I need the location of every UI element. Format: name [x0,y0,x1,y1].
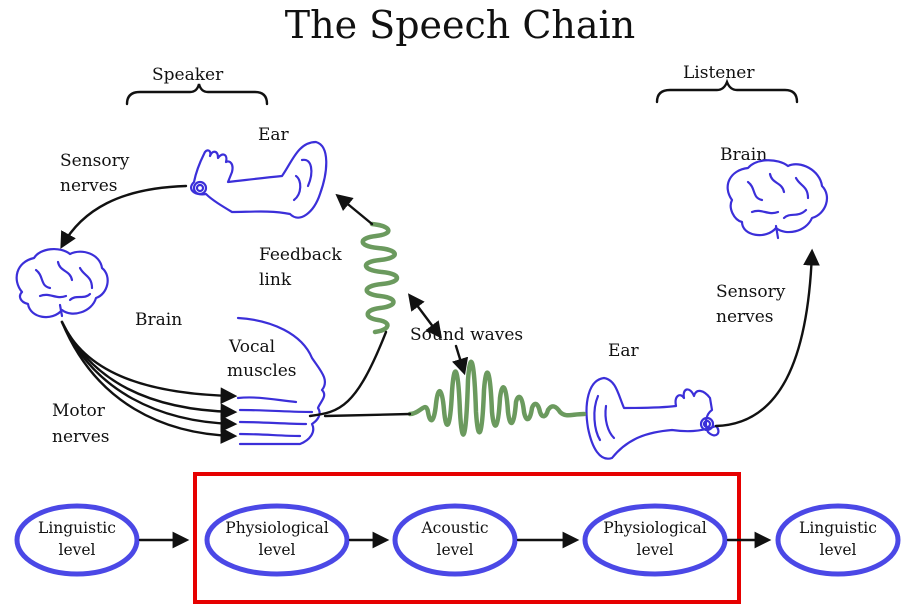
feedback-link-label-2: link [259,270,292,290]
level-node-4: Physiological level [582,503,728,577]
level-3-line-2: level [436,541,473,559]
motor-nerves-label-2: nerves [52,427,110,447]
page-title: The Speech Chain [285,3,635,47]
listener-sensory-label-2: nerves [716,307,774,327]
listener-ear-label: Ear [608,341,640,361]
sound-waves-label: Sound waves [410,325,523,345]
speaker-ear-label: Ear [258,125,290,145]
speaker-heading: Speaker [152,65,224,85]
speaker-sensory-label-2: nerves [60,176,118,196]
level-1-line-1: Linguistic [38,519,116,537]
mouth-to-feedback-line [308,330,388,418]
level-node-3: Acoustic level [392,503,518,577]
listener-brace [655,78,799,104]
vocal-muscles-label-2: muscles [227,361,297,381]
level-1-line-2: level [58,541,95,559]
level-node-1: Linguistic level [14,503,140,577]
vocal-muscles-label-1: Vocal [228,337,275,357]
level-3-line-1: Acoustic [420,519,488,537]
speaker-brain-icon [15,248,109,319]
listener-brain-label: Brain [720,145,767,165]
highlight-box [193,472,741,604]
level-4-line-2: level [636,541,673,559]
motor-nerves-label-1: Motor [52,401,106,421]
listener-heading: Listener [683,63,755,83]
mouth-to-sound-line [323,412,412,418]
speaker-sensory-arrow [60,184,188,249]
level-node-5: Linguistic level [775,503,901,577]
level-2-line-2: level [258,541,295,559]
speaker-brain-label: Brain [135,310,182,330]
level-5-line-2: level [819,541,856,559]
speaker-ear-icon [190,140,328,219]
level-4-line-1: Physiological [603,519,707,537]
level-2-line-1: Physiological [225,519,329,537]
listener-sensory-arrow [714,248,820,428]
sound-feedback-double-arrow [407,293,443,339]
feedback-wave-icon [360,221,400,335]
speaker-sensory-label-1: Sensory [60,151,130,171]
listener-brain-icon [726,159,829,240]
sound-wave-icon [407,359,587,437]
motor-nerve-arrows [60,320,238,445]
feedback-arrow [335,193,374,226]
speaker-brace [125,83,269,106]
level-5-line-1: Linguistic [799,519,877,537]
feedback-link-label-1: Feedback [259,245,342,265]
vocal-tract-icon [236,316,327,446]
level-node-2: Physiological level [204,503,350,577]
sound-waves-arrow [452,344,469,376]
listener-ear-icon [585,376,720,460]
listener-sensory-label-1: Sensory [716,282,786,302]
